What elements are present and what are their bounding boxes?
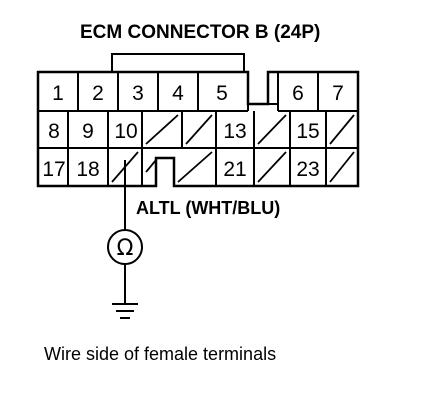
terminal-label: 6: [292, 82, 304, 105]
row1-dividers: [77, 72, 319, 111]
connector-lock-tab: [111, 53, 245, 72]
terminal-label: 5: [216, 82, 228, 105]
terminal-label: 9: [82, 120, 94, 143]
terminal-label: 3: [132, 82, 144, 105]
diagram-caption: Wire side of female terminals: [44, 344, 276, 364]
wire-label: ALTL (WHT/BLU): [136, 198, 280, 218]
terminal-label: 15: [296, 120, 319, 143]
terminal-label: 23: [296, 158, 319, 181]
terminal-label: 18: [76, 158, 99, 181]
terminal-label: 13: [223, 120, 246, 143]
ohm-symbol: Ω: [117, 236, 134, 261]
terminal-label: 21: [223, 158, 246, 181]
terminal-label: 8: [48, 120, 60, 143]
row3-labels: 17 18 21 23: [42, 158, 319, 181]
row1-labels: 1 2 3 4 5 6 7: [52, 82, 344, 105]
terminal-label: 10: [114, 120, 137, 143]
diagram-title: ECM CONNECTOR B (24P): [80, 22, 320, 43]
ground-icon: [112, 303, 138, 319]
row2-labels: 8 9 10 13 15: [48, 120, 320, 143]
terminal-label: 1: [52, 82, 64, 105]
terminal-label: 7: [332, 82, 344, 105]
terminal-label: 17: [42, 158, 65, 181]
terminal-label: 4: [172, 82, 184, 105]
terminal-label: 2: [92, 82, 104, 105]
row23-dividers: [67, 111, 327, 186]
